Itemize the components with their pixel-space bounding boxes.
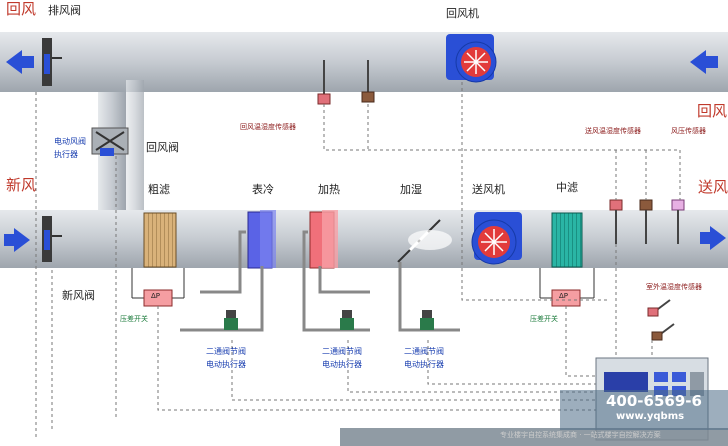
cooling-coil bbox=[247, 210, 276, 269]
fresh-air-label: 新风 bbox=[6, 176, 37, 194]
return-damper-label: 回风阀 bbox=[146, 141, 179, 154]
control-wiring bbox=[35, 82, 681, 440]
supply-fan-label: 送风机 bbox=[472, 183, 505, 196]
return-duct bbox=[0, 32, 728, 92]
valve-actuator-label-3: 二通阀节阀 电动执行器 bbox=[404, 347, 444, 369]
return-air-left-arrow bbox=[6, 50, 34, 74]
supply-duct bbox=[0, 210, 728, 268]
pressure-switch-box-1 bbox=[131, 268, 185, 307]
return-air-right-arrow bbox=[690, 50, 718, 74]
exhaust-damper-label: 排风阀 bbox=[48, 4, 81, 17]
return-air-left-label: 回风 bbox=[6, 0, 37, 18]
heating-coil bbox=[309, 210, 338, 269]
coarse-filter-label: 粗滤 bbox=[148, 183, 170, 196]
actuator-label-return: 电动风阀 执行器 bbox=[54, 137, 86, 159]
exhaust-damper bbox=[42, 38, 62, 86]
humidifier bbox=[397, 219, 452, 263]
pressure-sensor-label: 风压传感器 bbox=[671, 127, 706, 135]
phone-banner bbox=[560, 390, 728, 430]
contact-phone: 400-6569-6 bbox=[606, 392, 702, 410]
dp-label-1: ΔP bbox=[151, 292, 161, 300]
medium-filter bbox=[551, 212, 583, 268]
outdoor-sensor-label: 室外温湿度传感器 bbox=[646, 283, 702, 291]
cooling-coil-label: 表冷 bbox=[252, 183, 274, 196]
outdoor-sensor bbox=[647, 299, 675, 341]
medium-filter-label: 中滤 bbox=[556, 181, 578, 194]
humidifier-label: 加湿 bbox=[400, 183, 422, 196]
vertical-connector-2 bbox=[126, 80, 144, 210]
return-fan bbox=[446, 34, 497, 83]
website: www.yqbms bbox=[616, 411, 685, 422]
return-damper bbox=[91, 127, 129, 156]
supply-air-arrow bbox=[700, 226, 726, 250]
fresh-damper-label: 新风阀 bbox=[62, 289, 95, 302]
footer-tagline: 专业楼宇自控系统集成商 · 一站式楼宇自控解决方案 bbox=[500, 431, 661, 439]
dp-label-2: ΔP bbox=[559, 292, 569, 300]
pressure-switch-box-2 bbox=[539, 268, 595, 307]
return-fan-label: 回风机 bbox=[446, 7, 479, 20]
return-sensor-label: 回风温湿度传感器 bbox=[240, 123, 296, 131]
return-air-right-label: 回风 bbox=[697, 102, 728, 120]
fresh-air-arrow bbox=[4, 228, 30, 252]
humidifier-valve bbox=[420, 310, 434, 330]
heating-coil-label: 加热 bbox=[318, 183, 340, 196]
valve-actuator-label-1: 二通阀节阀 电动执行器 bbox=[206, 347, 246, 369]
supply-fan bbox=[471, 212, 522, 265]
fresh-damper bbox=[42, 216, 62, 262]
air-pressure-sensor bbox=[671, 199, 685, 244]
pressure-switch-label-1: 压差开关 bbox=[120, 315, 148, 323]
pressure-switch-label-2: 压差开关 bbox=[530, 315, 558, 323]
coarse-filter bbox=[143, 212, 177, 268]
heating-valve bbox=[340, 310, 354, 330]
valve-actuator-label-2: 二通阀节阀 电动执行器 bbox=[322, 347, 362, 369]
cooling-valve bbox=[224, 310, 238, 330]
supply-sensor-label: 送风温湿度传感器 bbox=[585, 127, 641, 135]
return-sensor-2 bbox=[361, 60, 375, 103]
footer-band bbox=[340, 428, 728, 446]
supply-air-label: 送风 bbox=[698, 178, 728, 196]
